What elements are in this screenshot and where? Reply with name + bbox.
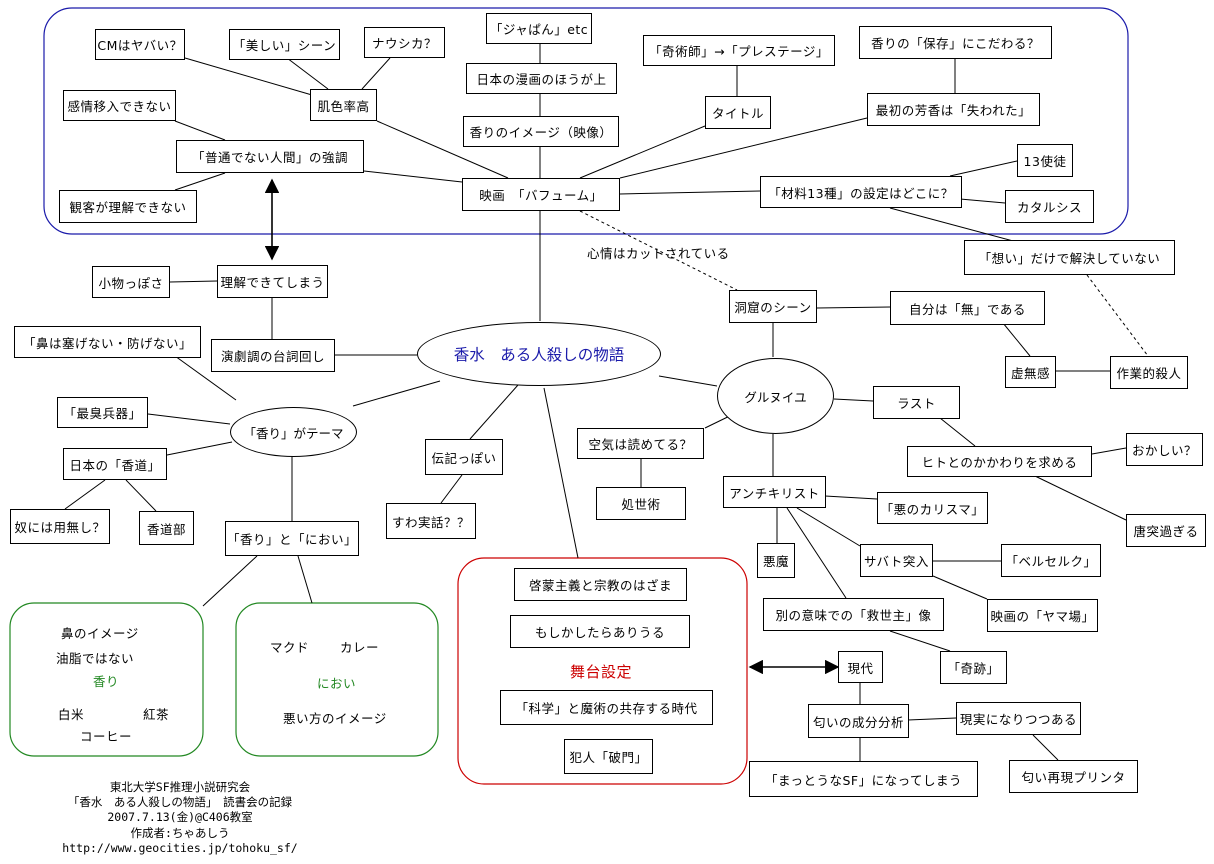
credits-line3: 2007.7.13(金)@C406教室	[107, 810, 253, 825]
theme-oval: 「香り」がテーマ	[230, 407, 357, 457]
saisho-node: 最初の芳香は「失われた」	[867, 93, 1040, 126]
center-oval: 香水 ある人殺しの物語	[417, 322, 661, 386]
kagaku-node: 「科学」と魔術の共存する時代	[500, 690, 713, 725]
last-node: ラスト	[873, 386, 960, 419]
keimou-node: 啓蒙主義と宗教のはざま	[514, 568, 687, 601]
kaori-panel-line2: 油脂ではない	[56, 651, 135, 666]
kaori-nioi-node: 「香り」と「におい」	[225, 521, 359, 556]
credits-url: http://www.geocities.jp/tohoku_sf/	[62, 840, 298, 855]
kaori-panel-koucha: 紅茶	[143, 707, 170, 722]
kanjou-node: 感情移入できない	[63, 90, 176, 121]
genjitsu-node: 現実になりつつある	[956, 702, 1081, 735]
koudou-node: 日本の「香道」	[63, 448, 167, 480]
katarushisu-node: カタルシス	[1005, 190, 1094, 223]
komono-node: 小物っぽさ	[92, 266, 170, 298]
shito13-node: 13使徒	[1017, 144, 1073, 177]
hana-fusage-node: 「鼻は塞げない・防げない」	[14, 326, 201, 358]
credits: 東北大学SF推理小説研究会 「香水 ある人殺しの物語」 読書会の記録 2007.…	[0, 780, 360, 856]
kyomukan-node: 虚無感	[1005, 356, 1056, 388]
yamaba-node: 映画の「ヤマ場」	[987, 599, 1098, 632]
credits-line2: 「香水 ある人殺しの物語」 読書会の記録	[67, 795, 293, 810]
kaori-panel-hakumai: 白米	[58, 707, 85, 722]
kuuki-node: 空気は読めてる？	[577, 428, 704, 459]
kaori-panel-coffee: コーヒー	[80, 729, 133, 744]
yatsu-node: 奴には用無し？	[10, 509, 110, 544]
seibun-node: 匂いの成分分析	[808, 704, 909, 738]
kankyaku-node: 観客が理解できない	[59, 190, 197, 223]
doukutsu-node: 洞窟のシーン	[729, 290, 817, 323]
grenouille-oval: グルヌイユ	[717, 358, 834, 434]
antichrist-node: アンチキリスト	[723, 476, 826, 508]
japan-etc-node: 「ジャぱん」etc	[486, 13, 592, 44]
berserk-node: 「ベルセルク」	[1001, 544, 1101, 577]
kijutsushi-node: 「奇術師」→「プレステージ」	[643, 35, 835, 66]
nioi-panel-curry: カレー	[340, 640, 380, 655]
cm-yabai-node: CMはヤバい？	[95, 29, 185, 60]
saishuu-node: 「最臭兵器」	[57, 397, 148, 428]
hannin-node: 犯人「破門」	[564, 739, 653, 774]
nausicaa-node: ナウシカ？	[364, 27, 445, 58]
nioi-panel-title: におい	[317, 676, 357, 691]
akuma-node: 悪魔	[757, 543, 795, 578]
omoi-node: 「想い」だけで解決していない	[964, 240, 1175, 275]
engeki-node: 演劇調の台詞回し	[211, 339, 335, 372]
futsuu-node: 「普通でない人間」の強調	[176, 140, 364, 173]
koudoubu-node: 香道部	[139, 511, 194, 545]
credits-line1: 東北大学SF推理小説研究会	[109, 780, 251, 794]
jibun-mu-node: 自分は「無」である	[890, 291, 1045, 325]
film-title-node: 映画 「バフューム」	[462, 178, 620, 211]
nihon-manga-node: 日本の漫画のほうが上	[466, 63, 617, 94]
kaori-panel-title: 香り	[93, 674, 120, 689]
kaori-image-node: 香りのイメージ（映像）	[463, 116, 619, 147]
title-node: タイトル	[705, 96, 771, 129]
okashii-node: おかしい？	[1126, 433, 1203, 466]
kyuuseishu-node: 別の意味での「救世主」像	[763, 598, 944, 631]
gendai-node: 現代	[838, 651, 883, 683]
denki-node: 伝記っぽい	[425, 439, 503, 475]
kiseki-node: 「奇跡」	[940, 651, 1007, 684]
nioi-panel-makudo: マクド	[270, 640, 310, 655]
hozon-node: 香りの「保存」にこだわる？	[859, 26, 1052, 59]
nioi-panel-line2: 悪い方のイメージ	[283, 711, 387, 726]
shinjou-label: 心情はカットされている	[587, 246, 730, 261]
suwa-node: すわ実話？？	[386, 503, 476, 539]
mattou-node: 「まっとうなSF」になってしまう	[749, 761, 978, 797]
hito-node: ヒトとのかかわりを求める	[907, 446, 1092, 477]
setting-title: 舞台設定	[570, 663, 633, 681]
toutotsu-node: 唐突過ぎる	[1126, 514, 1206, 547]
hadairo-node: 肌色率高	[310, 89, 377, 121]
moshika-node: もしかしたらありうる	[510, 615, 690, 648]
printer-node: 匂い再現プリンタ	[1009, 760, 1138, 793]
utsukushii-scene-node: 「美しい」シーン	[229, 29, 340, 60]
aku-charisma-node: 「悪のカリスマ」	[877, 492, 988, 524]
sabato-node: サバト突入	[860, 544, 933, 577]
sagyou-node: 作業的殺人	[1110, 356, 1188, 389]
rikai-node: 理解できてしまう	[217, 265, 328, 298]
kaori-panel-line1: 鼻のイメージ	[61, 626, 139, 641]
shoseijutsu-node: 処世術	[596, 487, 686, 520]
zairyou-node: 「材料13種」の設定はどこに？	[760, 176, 962, 208]
credits-line4: 作成者:ちゃあしう	[130, 825, 230, 840]
